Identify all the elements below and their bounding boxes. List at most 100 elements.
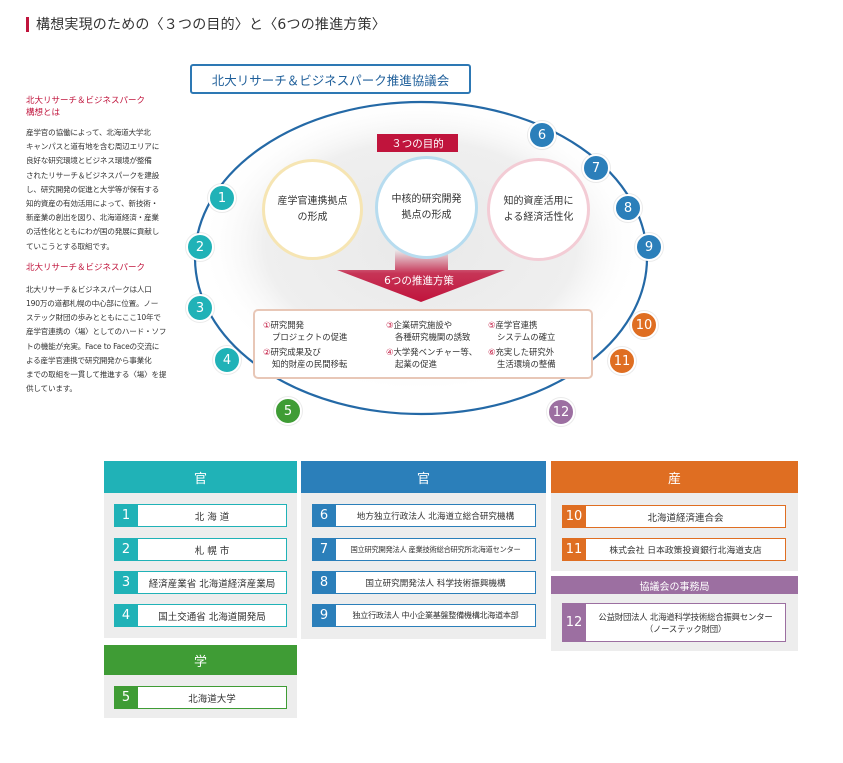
- member-circle-2: 2: [186, 233, 214, 261]
- measure-line: 研究成果及び: [270, 347, 321, 357]
- member-label: 国土交通省 北海道開発局: [138, 604, 287, 627]
- member-label: 北海道経済連合会: [586, 505, 786, 528]
- sidebar-p1-line: し、研究開発の促進と大学等が保有する: [26, 184, 160, 194]
- measure-number: ⑥: [488, 347, 496, 357]
- member-label: 国立研究開発法人 科学技術振興機構: [336, 571, 536, 594]
- sidebar-p2-line: 産学官連携の〈場〉としてのハード・ソフ: [26, 327, 167, 337]
- panel-academia: 学 5 北海道大学: [104, 645, 297, 718]
- sidebar-p2-line: までの取組を一貫して推進する〈場〉を提: [26, 370, 167, 380]
- measures-arrow: [337, 250, 505, 302]
- purpose-label: ３つの目的: [377, 134, 458, 152]
- member-label: 北 海 道: [138, 504, 287, 527]
- member-number: 9: [312, 604, 336, 627]
- measure-line: 生活環境の整備: [497, 358, 556, 369]
- panel-header: 官: [104, 461, 297, 493]
- sidebar-p2-line: 190万の道都札幌の中心部に位置。ノー: [26, 299, 159, 309]
- member-row: 11 株式会社 日本政策投資銀行北海道支店: [562, 538, 786, 561]
- goal-text: 中核的研究開発拠点の形成: [392, 192, 462, 224]
- member-circle-8: 8: [614, 194, 642, 222]
- sidebar-p1-line: 新産業の創出を図り、北海道経済・産業: [26, 213, 159, 223]
- member-circle-9: 9: [635, 233, 663, 261]
- goal-line: 中核的研究開発: [391, 193, 462, 205]
- member-number: 4: [114, 604, 138, 627]
- sidebar-p1-line: ていこうとする取組です。: [26, 241, 114, 251]
- page-title: 構想実現のための〈３つの目的〉と〈6つの推進方策〉: [36, 17, 386, 33]
- member-number: 3: [114, 571, 138, 594]
- member-circle-1: 1: [208, 184, 236, 212]
- sidebar-paragraph-2: 北大リサーチ＆ビジネスパークは人口 190万の道都札幌の中心部に位置。ノー ステ…: [26, 283, 182, 397]
- member-row: 4 国土交通省 北海道開発局: [114, 604, 287, 627]
- title-accent-bar: [26, 17, 29, 32]
- sidebar-p1-line: の活性化とともにわが国の発展に貢献し: [26, 227, 160, 237]
- measure-line: 大学発ベンチャー等、: [393, 347, 478, 357]
- sidebar-p1-line: 産学官の協働によって、北海道大学北: [26, 128, 151, 137]
- goal-line: 産学官連携拠点: [277, 195, 348, 207]
- measure-number: ①: [263, 320, 271, 330]
- measure-number: ③: [386, 320, 394, 330]
- measure-item: ①研究開発 プロジェクトの促進: [263, 320, 347, 343]
- member-label: 公益財団法人 北海道科学技術総合振興センター （ノーステック財団）: [586, 603, 786, 642]
- member-label: 経済産業省 北海道経済産業局: [138, 571, 287, 594]
- member-circle-7: 7: [582, 154, 610, 182]
- goal-line: の形成: [297, 211, 328, 223]
- member-row: 6 地方独立行政法人 北海道立総合研究機構: [312, 504, 536, 527]
- member-label: 地方独立行政法人 北海道立総合研究機構: [336, 504, 536, 527]
- goal-circle-research-hub: 中核的研究開発拠点の形成: [375, 156, 478, 259]
- goal-circle-industry-academia: 産学官連携拠点の形成: [262, 159, 363, 260]
- measure-line: プロジェクトの促進: [272, 331, 348, 342]
- measure-line: 企業研究施設や: [393, 320, 453, 330]
- sidebar-heading-1-line2: 構想とは: [26, 108, 61, 118]
- member-label: 株式会社 日本政策投資銀行北海道支店: [586, 538, 786, 561]
- member-number: 6: [312, 504, 336, 527]
- sidebar-p2-line: よる産学官連携で研究開発から事業化: [26, 355, 152, 365]
- member-row: 5 北海道大学: [114, 686, 287, 709]
- sidebar-p1-line: 良好な研究環境とビジネス環境が整備: [26, 156, 152, 166]
- sidebar-p1-line: されたリサーチ＆ビジネスパークを建設: [26, 170, 160, 180]
- measure-item: ⑥充実した研究外 生活環境の整備: [488, 347, 556, 370]
- member-number: 11: [562, 538, 586, 561]
- member-label-line: 公益財団法人 北海道科学技術総合振興センター: [598, 611, 773, 622]
- goal-line: よる経済活性化: [503, 211, 574, 223]
- goal-circle-economic-activation: 知的資産活用による経済活性化: [487, 158, 590, 261]
- member-number: 1: [114, 504, 138, 527]
- panel-header: 協議会の事務局: [551, 576, 798, 594]
- goal-text: 産学官連携拠点の形成: [278, 194, 348, 226]
- measure-line: システムの確立: [497, 331, 556, 342]
- member-number: 2: [114, 538, 138, 561]
- panel-header: 官: [301, 461, 546, 493]
- measure-line: 起業の促進: [395, 358, 437, 369]
- measure-line: 研究開発: [270, 320, 305, 330]
- member-number: 12: [562, 603, 586, 642]
- measure-number: ②: [263, 347, 271, 357]
- measure-line: 充実した研究外: [495, 347, 555, 357]
- sidebar-paragraph-1: 産学官の協働によって、北海道大学北 キャンパスと道有地を含む周辺エリアに 良好な…: [26, 126, 182, 254]
- member-label: 独立行政法人 中小企業基盤整備機構北海道本部: [336, 604, 536, 627]
- member-row: 10 北海道経済連合会: [562, 505, 786, 528]
- member-circle-5: 5: [274, 397, 302, 425]
- council-label: 北大リサーチ＆ビジネスパーク推進協議会: [190, 64, 471, 94]
- measures-label: 6つの推進方策: [384, 275, 454, 287]
- panel-header: 産: [551, 461, 798, 493]
- measure-line: 産学官連携: [495, 320, 538, 330]
- member-label: 国立研究開発法人 産業技術総合研究所北海道センター: [336, 538, 536, 561]
- sidebar-heading-1: 北大リサーチ＆ビジネスパーク 構想とは: [26, 95, 182, 119]
- sidebar-p2-line: ステック財団の歩みとともにここ10年で: [26, 313, 161, 323]
- member-label-line: （ノーステック財団）: [644, 623, 727, 634]
- member-number: 7: [312, 538, 336, 561]
- measure-item: ④大学発ベンチャー等、 起業の促進: [386, 347, 477, 370]
- panel-industry: 産 10 北海道経済連合会 11 株式会社 日本政策投資銀行北海道支店: [551, 461, 798, 571]
- goal-text: 知的資産活用による経済活性化: [504, 194, 574, 226]
- measure-line: 知的財産の民間移転: [272, 358, 348, 369]
- member-circle-12: 12: [547, 398, 575, 426]
- member-number: 10: [562, 505, 586, 528]
- member-circle-10: 10: [630, 311, 658, 339]
- member-row: 2 札 幌 市: [114, 538, 287, 561]
- panel-secretariat: 協議会の事務局 12 公益財団法人 北海道科学技術総合振興センター （ノーステッ…: [551, 576, 798, 651]
- member-row: 9 独立行政法人 中小企業基盤整備機構北海道本部: [312, 604, 536, 627]
- sidebar-heading-2: 北大リサーチ＆ビジネスパーク: [26, 262, 146, 273]
- measure-line: 各種研究機関の誘致: [395, 331, 471, 342]
- sidebar-p1-line: キャンパスと道有地を含む周辺エリアに: [26, 142, 160, 152]
- member-row: 1 北 海 道: [114, 504, 287, 527]
- sidebar: 北大リサーチ＆ビジネスパーク 構想とは 産学官の協働によって、北海道大学北 キャ…: [26, 95, 182, 396]
- measure-number: ⑤: [488, 320, 496, 330]
